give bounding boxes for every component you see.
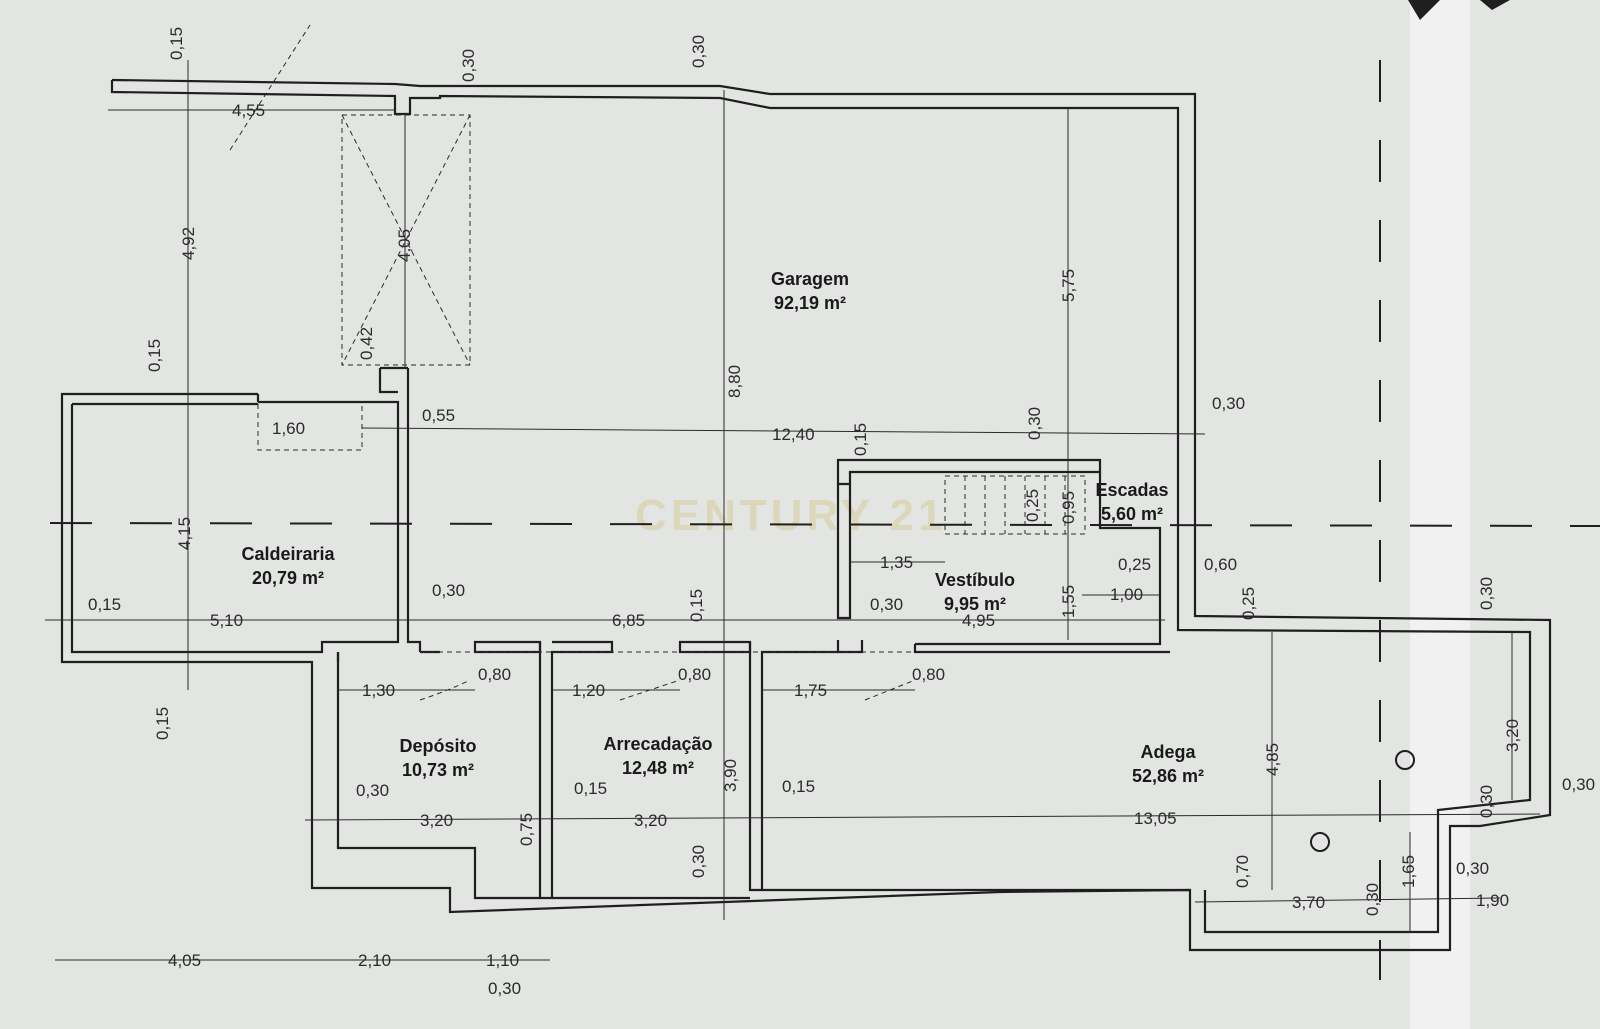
dim-label: 3,90 (721, 759, 740, 792)
dim-label: 4,95 (962, 611, 995, 630)
dim-label: 1,55 (1059, 585, 1078, 618)
dim-label: 0,55 (422, 406, 455, 425)
dim-label: 4,85 (1263, 743, 1282, 776)
dim-label: 0,30 (870, 595, 903, 614)
room-area-escadas: 5,60 m² (1101, 504, 1163, 524)
walls (60, 78, 1552, 952)
dim-label: 3,20 (420, 811, 453, 830)
dim-label: 0,80 (678, 665, 711, 684)
dim-label: 0,15 (167, 27, 186, 60)
dim-label: 0,30 (356, 781, 389, 800)
dim-label: 0,15 (687, 589, 706, 622)
dim-label: 4,55 (232, 101, 265, 120)
dim-label: 0,30 (1477, 785, 1496, 818)
dim-label: 0,30 (689, 845, 708, 878)
dim-label: 1,10 (486, 951, 519, 970)
dim-label: 0,15 (88, 595, 121, 614)
dim-label: 1,30 (362, 681, 395, 700)
axis-line-horizontal (49, 522, 1600, 527)
dim-label: 0,15 (574, 779, 607, 798)
dim-label: 1,20 (572, 681, 605, 700)
void-opening (341, 114, 471, 366)
room-area-vestibulo: 9,95 m² (944, 594, 1006, 614)
dim-label: 12,40 (772, 425, 815, 444)
room-name-caldeiraria: Caldeiraria (241, 544, 335, 564)
dim-label: 4,05 (168, 951, 201, 970)
room-name-deposito: Depósito (399, 736, 476, 756)
dim-label: 1,75 (794, 681, 827, 700)
door-caldeiraria (257, 404, 363, 451)
dim-label: 0,15 (782, 777, 815, 796)
dim-label: 0,15 (145, 339, 164, 372)
dim-label: 0,30 (1025, 407, 1044, 440)
room-name-garagem: Garagem (771, 269, 849, 289)
dim-label: 1,00 (1110, 585, 1143, 604)
room-name-adega: Adega (1140, 742, 1196, 762)
dim-label: 0,42 (357, 327, 376, 360)
dim-label: 5,10 (210, 611, 243, 630)
dim-label: 0,30 (1363, 883, 1382, 916)
room-area-adega: 52,86 m² (1132, 766, 1204, 786)
dim-label: 0,30 (1456, 859, 1489, 878)
dim-label: 4,15 (175, 517, 194, 550)
dim-label: 0,80 (912, 665, 945, 684)
dim-label: 3,20 (634, 811, 667, 830)
dim-label: 0,75 (517, 813, 536, 846)
dim-label: 1,35 (880, 553, 913, 572)
dim-label: 4,92 (179, 227, 198, 260)
dim-label: 0,30 (488, 979, 521, 998)
dim-label: 13,05 (1134, 809, 1177, 828)
dim-label: 1,90 (1476, 891, 1509, 910)
room-name-escadas: Escadas (1095, 480, 1168, 500)
dim-label: 0,25 (1118, 555, 1151, 574)
room-name-vestibulo: Vestíbulo (935, 570, 1015, 590)
dim-label: 0,15 (153, 707, 172, 740)
dim-label: 8,80 (725, 365, 744, 398)
dim-label: 3,70 (1292, 893, 1325, 912)
dim-label: 0,25 (1239, 587, 1258, 620)
dim-label: 0,80 (478, 665, 511, 684)
watermark: CENTURY 21 (635, 491, 946, 540)
room-area-deposito: 10,73 m² (402, 760, 474, 780)
room-area-arrecadacao: 12,48 m² (622, 758, 694, 778)
room-name-arrecadacao: Arrecadação (603, 734, 712, 754)
room-area-garagem: 92,19 m² (774, 293, 846, 313)
dim-label: 3,20 (1503, 719, 1522, 752)
dim-label: 0,30 (1212, 394, 1245, 413)
dim-label: 0,15 (851, 423, 870, 456)
dim-label: 2,10 (358, 951, 391, 970)
dim-label: 0,25 (1023, 489, 1042, 522)
dim-label: 5,75 (1059, 269, 1078, 302)
dim-label: 0,70 (1233, 855, 1252, 888)
dim-label: 0,95 (1059, 491, 1078, 524)
corner-mark (1408, 0, 1510, 20)
column-marker (1395, 750, 1415, 770)
dim-label: 4,05 (395, 229, 414, 262)
dim-label: 6,85 (612, 611, 645, 630)
dim-label: 0,60 (1204, 555, 1237, 574)
dim-label: 1,60 (272, 419, 305, 438)
column-marker (1310, 832, 1330, 852)
dimension-lines (45, 60, 1541, 961)
dim-label: 0,30 (432, 581, 465, 600)
dimension-labels: 4,55 4,92 4,05 0,42 0,15 0,30 0,30 0,15 … (88, 27, 1595, 998)
dim-label: 1,65 (1399, 855, 1418, 888)
dim-label: 0,30 (459, 49, 478, 82)
dim-label: 0,30 (1477, 577, 1496, 610)
room-area-caldeiraria: 20,79 m² (252, 568, 324, 588)
dim-label: 0,30 (1562, 775, 1595, 794)
dim-label: 0,30 (689, 35, 708, 68)
